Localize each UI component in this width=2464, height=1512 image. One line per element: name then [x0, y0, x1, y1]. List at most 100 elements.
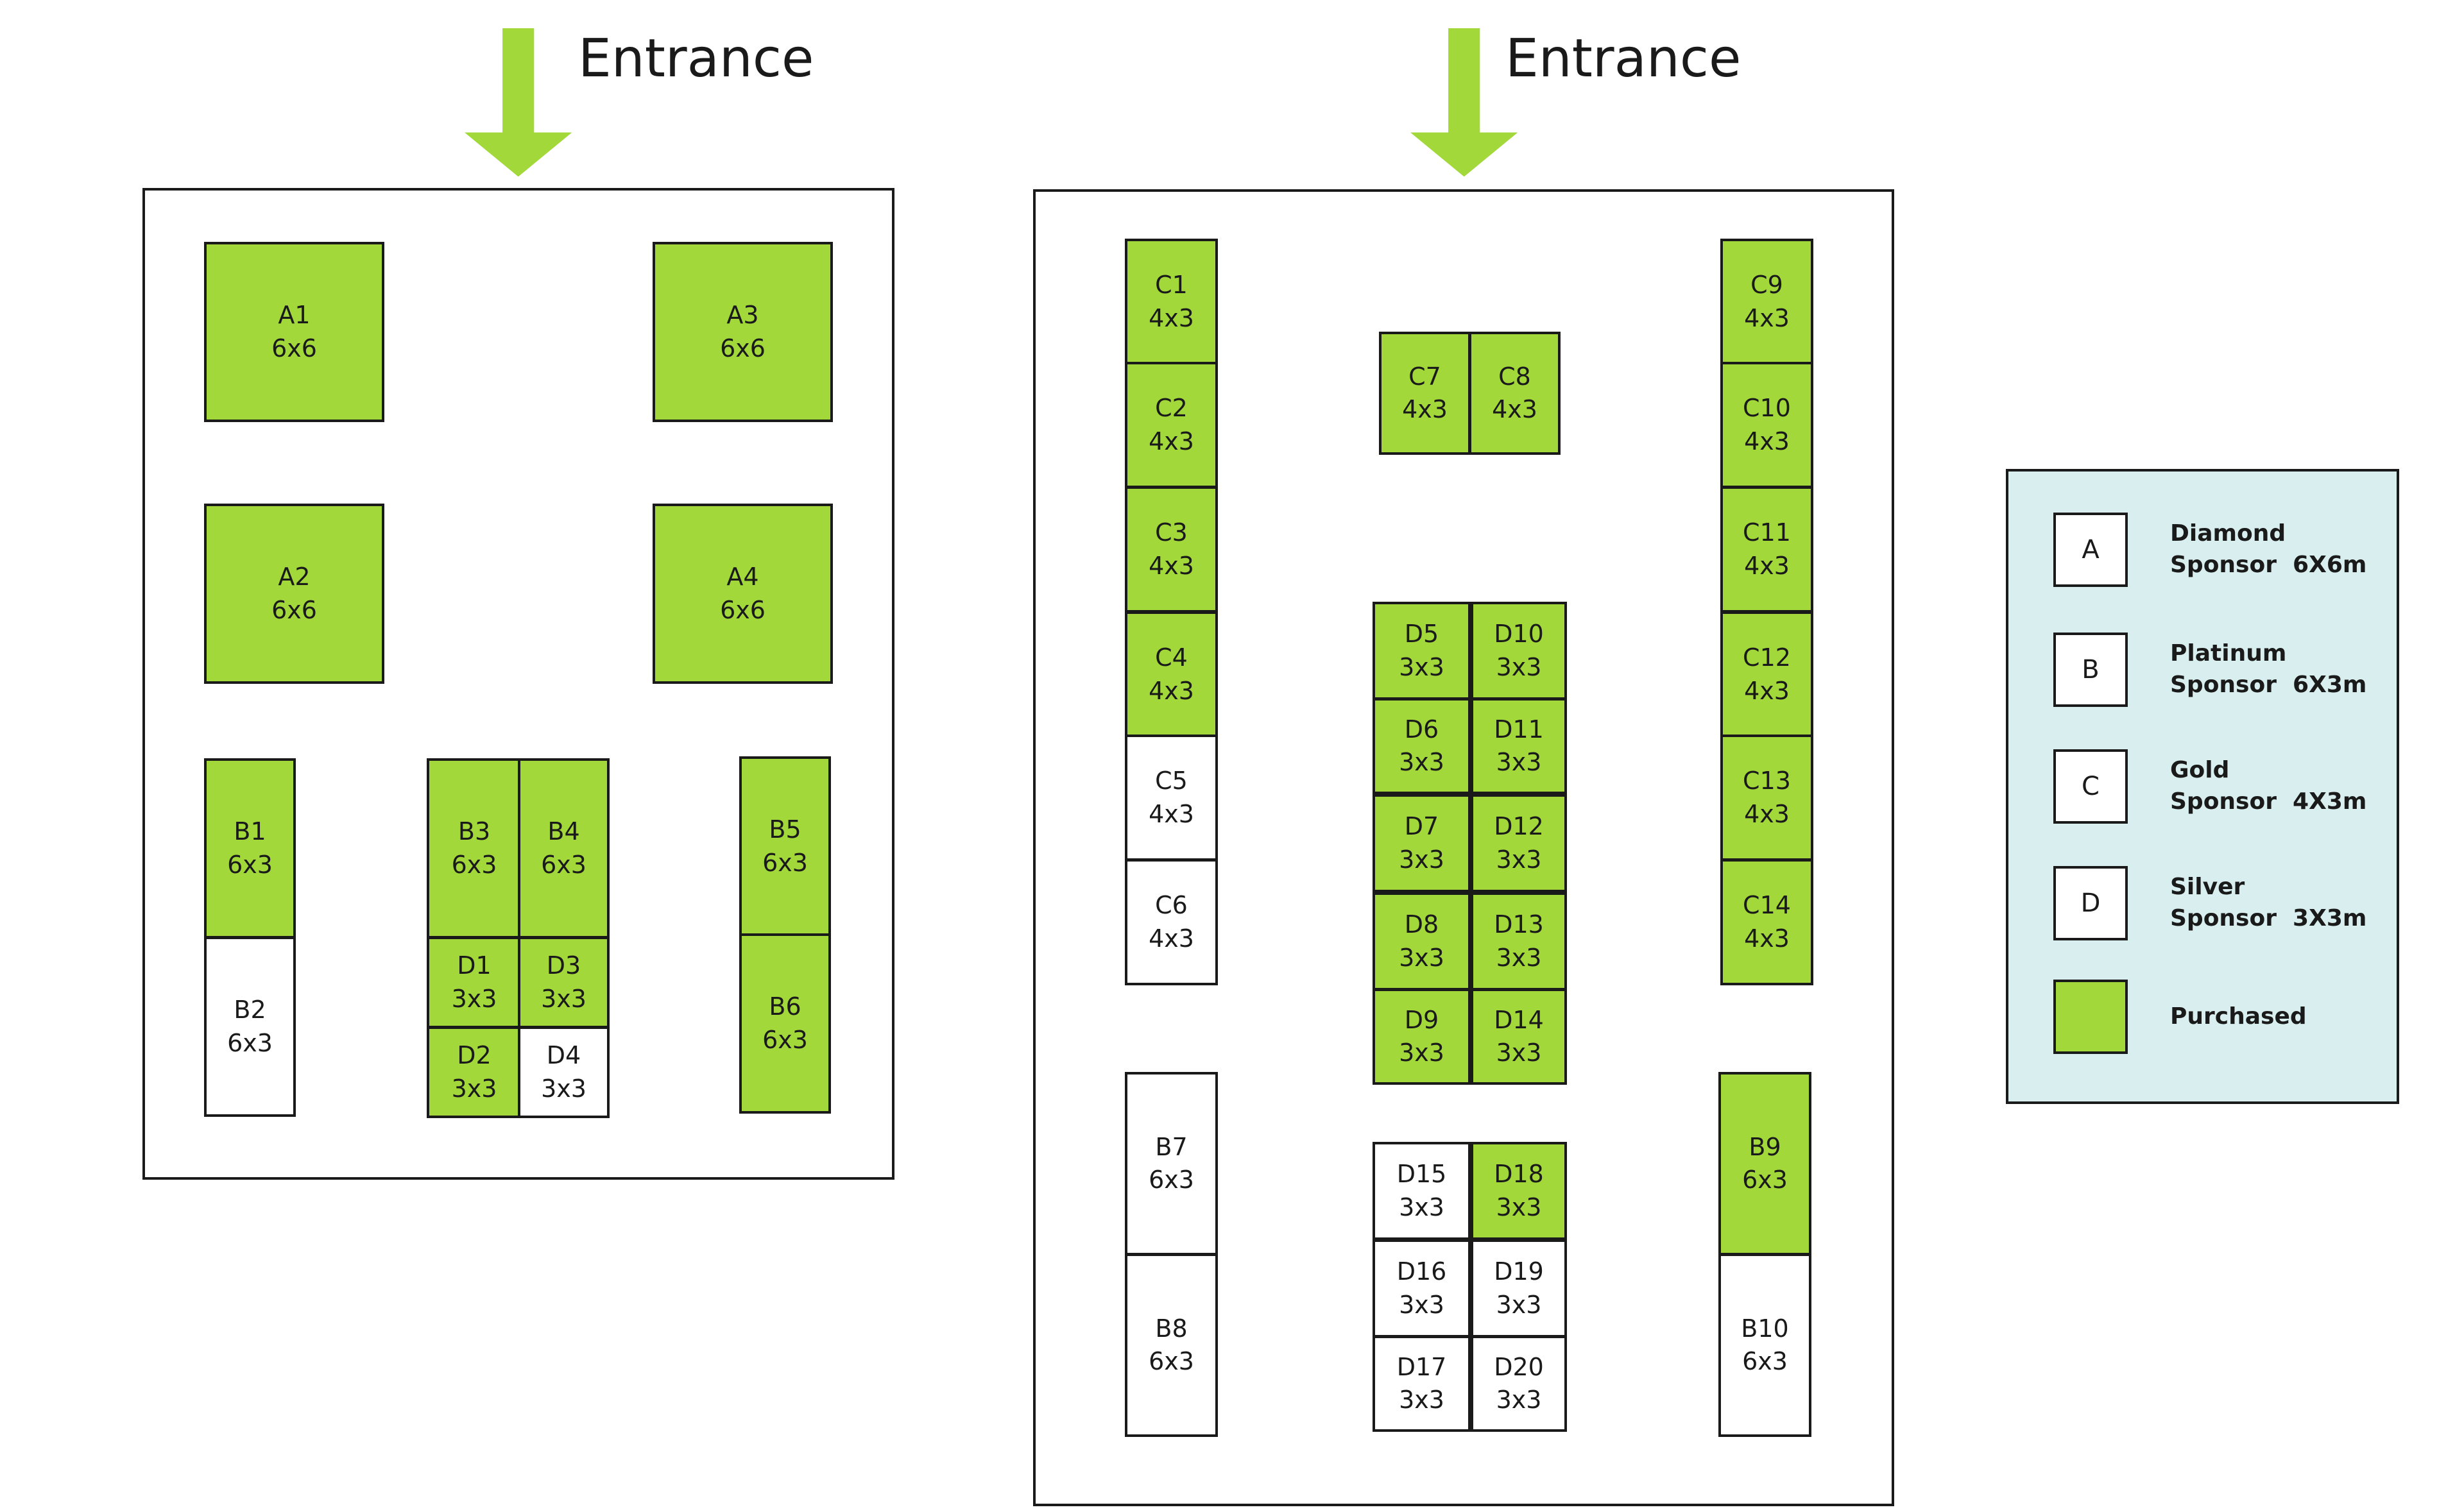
booth-id: B9: [1749, 1132, 1781, 1161]
booth-size: 3x3: [1399, 1039, 1444, 1067]
booth-id: A3: [726, 301, 759, 330]
entrance-label: Entrance: [578, 28, 814, 89]
booth-id: D9: [1404, 1005, 1439, 1034]
booth-id: D13: [1494, 910, 1544, 939]
legend-label: Gold Sponsor 4X3m: [2170, 757, 2367, 815]
booth-id: A1: [278, 301, 311, 330]
booth-size: 3x3: [451, 984, 497, 1013]
booth-size: 3x3: [451, 1074, 497, 1103]
booth-size: 6x3: [762, 848, 808, 877]
booth-id: C12: [1743, 643, 1791, 672]
booth-id: C2: [1155, 394, 1188, 423]
booth-id: D10: [1494, 620, 1544, 649]
booth-size: 3x3: [1496, 845, 1542, 874]
booth-id: D7: [1404, 812, 1439, 841]
booth-size: 4x3: [1744, 551, 1790, 580]
booth-size: 3x3: [1496, 748, 1542, 776]
booth-size: 3x3: [1496, 1290, 1542, 1319]
booth-id: C5: [1155, 767, 1188, 795]
booth-id: D3: [546, 951, 581, 980]
booth-size: 3x3: [1399, 845, 1444, 874]
booth-size: 4x3: [1402, 395, 1448, 423]
legend-swatch: [2053, 980, 2128, 1054]
booth-id: C8: [1498, 362, 1531, 391]
booth-size: 4x3: [1149, 924, 1194, 953]
booth-size: 4x3: [1744, 303, 1790, 332]
booth-size: 3x3: [1399, 1193, 1444, 1221]
booth-size: 3x3: [541, 1074, 586, 1103]
booth-id: B6: [769, 992, 801, 1021]
booth-size: 3x3: [1399, 943, 1444, 972]
booth-size: 4x3: [1149, 303, 1194, 332]
booth-size: 6x3: [1742, 1347, 1788, 1375]
booth-id: D20: [1494, 1352, 1544, 1381]
booth-size: 4x3: [1744, 427, 1790, 455]
booth-id: D1: [457, 951, 492, 980]
booth-size: 4x3: [1744, 924, 1790, 953]
booth-size: 6x3: [1149, 1166, 1194, 1194]
booth-size: 6x3: [1149, 1347, 1194, 1375]
legend-label: Platinum Sponsor 6X3m: [2170, 640, 2367, 698]
booth-id: D6: [1404, 715, 1439, 743]
booth-id: C7: [1408, 362, 1441, 391]
legend-swatch: C: [2053, 749, 2128, 824]
booth-size: 3x3: [541, 984, 586, 1013]
booth-id: D16: [1396, 1257, 1447, 1286]
booth-size: 6x6: [271, 595, 317, 624]
booth-size: 4x3: [1149, 551, 1194, 580]
arrow-down-icon: [1410, 28, 1518, 176]
